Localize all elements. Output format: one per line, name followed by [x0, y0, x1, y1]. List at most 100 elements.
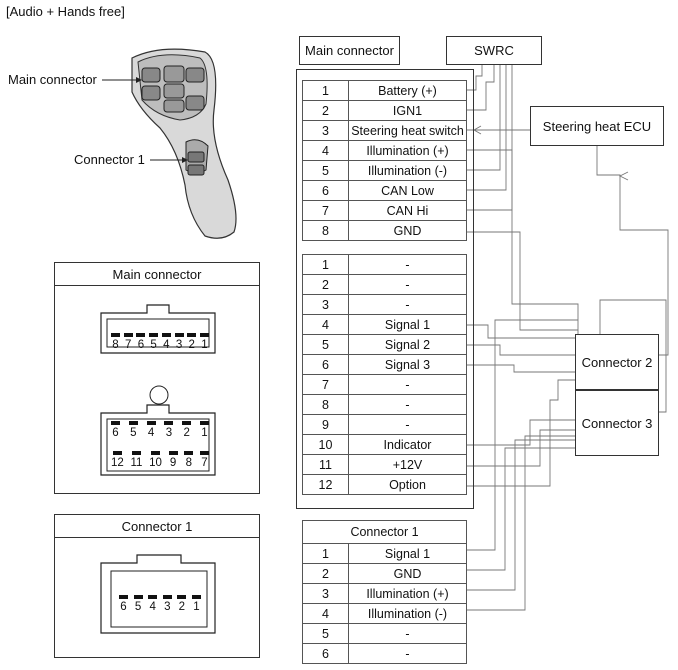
pin-terminal [128, 421, 138, 425]
pin-number: 2 [302, 563, 349, 584]
pin-number: 5 [302, 623, 349, 644]
pin-row: 2- [302, 274, 467, 295]
pin-label: 9 [169, 457, 177, 469]
pin-label: 10 [149, 457, 162, 469]
pin-function: Signal 1 [348, 543, 467, 564]
pin-function: - [348, 274, 467, 295]
pin-terminal [174, 333, 184, 337]
pin-label: 4 [149, 601, 156, 613]
pin-number: 11 [302, 454, 349, 475]
connector-pin: 7 [123, 333, 133, 351]
pin-label: 3 [164, 601, 171, 613]
pin-number: 6 [302, 354, 349, 375]
connector-pin: 4 [148, 595, 158, 613]
pin-function: - [348, 643, 467, 664]
connector3-box: Connector 3 [575, 390, 659, 456]
pin-label: 6 [137, 339, 145, 351]
steering-heat-ecu-box: Steering heat ECU [530, 106, 664, 146]
pin-function: - [348, 374, 467, 395]
pin-label: 5 [134, 601, 142, 613]
pin-function: Signal 1 [348, 314, 467, 335]
connector1-callout: Connector 1 [74, 152, 145, 167]
switch-body [131, 48, 237, 239]
connector-pin: 2 [187, 333, 197, 351]
pin-row: 5- [302, 623, 467, 644]
main-connector-frame [296, 69, 474, 509]
pin-number: 1 [302, 543, 349, 564]
pin-function: Signal 3 [348, 354, 467, 375]
pin-number: 7 [302, 200, 349, 221]
pin-number: 8 [302, 394, 349, 415]
connector-pin: 3 [164, 421, 174, 439]
pin-label: 4 [147, 427, 155, 439]
pin-row: 6- [302, 643, 467, 664]
connector-pin: 8 [184, 451, 194, 469]
swrc-label: SWRC [474, 43, 514, 58]
pin-number: 1 [302, 254, 349, 275]
pin-label: 8 [185, 457, 192, 469]
pin-function: - [348, 294, 467, 315]
pin-row: 1- [302, 254, 467, 275]
pin-function: Option [348, 474, 467, 495]
pin-terminal [184, 451, 194, 455]
connector-pin: 7 [199, 451, 209, 469]
pin-terminal [131, 451, 141, 455]
pin-terminal [111, 333, 120, 337]
page-heading: [Audio + Hands free] [6, 4, 125, 19]
pin-function: - [348, 414, 467, 435]
pin-function: IGN1 [348, 100, 467, 121]
pin-number: 9 [302, 414, 349, 435]
pin-row: 7- [302, 374, 467, 395]
pin-function: GND [348, 563, 467, 584]
pin-terminal [164, 421, 174, 425]
connector-pin: 2 [177, 595, 187, 613]
connector-pin: 11 [130, 451, 142, 469]
steering-heat-ecu-label: Steering heat ECU [542, 118, 652, 134]
pin-terminal [149, 333, 159, 337]
pin-function: GND [348, 220, 467, 241]
pin-label: 6 [112, 427, 119, 439]
pin-number: 4 [302, 314, 349, 335]
main-connector-header: Main connector [299, 36, 400, 65]
pin-row: 9- [302, 414, 467, 435]
connector-pin: 5 [128, 421, 138, 439]
pin-label: 12 [111, 457, 124, 469]
pin-terminal [177, 595, 187, 599]
pin-terminal [191, 595, 201, 599]
pin-terminal [199, 451, 209, 455]
connector-pin: 6 [119, 595, 128, 613]
pin-number: 6 [302, 643, 349, 664]
pin-number: 3 [302, 120, 349, 141]
connector2-box: Connector 2 [575, 334, 659, 390]
pin-function: Illumination (+) [348, 583, 467, 604]
pin-function: Steering heat switch [348, 120, 467, 141]
pin-label: 5 [130, 427, 137, 439]
pin-terminal [199, 333, 209, 337]
pin-function: +12V [348, 454, 467, 475]
connector-pin: 8 [111, 333, 120, 351]
pin-function: - [348, 394, 467, 415]
pin-terminal [148, 595, 158, 599]
connector-pin: 1 [191, 595, 201, 613]
connector-pin: 2 [182, 421, 192, 439]
main-connector-header-label: Main connector [305, 43, 394, 58]
connector-pin: 3 [174, 333, 184, 351]
pin-terminal [151, 451, 161, 455]
pin-label: 2 [188, 339, 195, 351]
pin-row: 8- [302, 394, 467, 415]
